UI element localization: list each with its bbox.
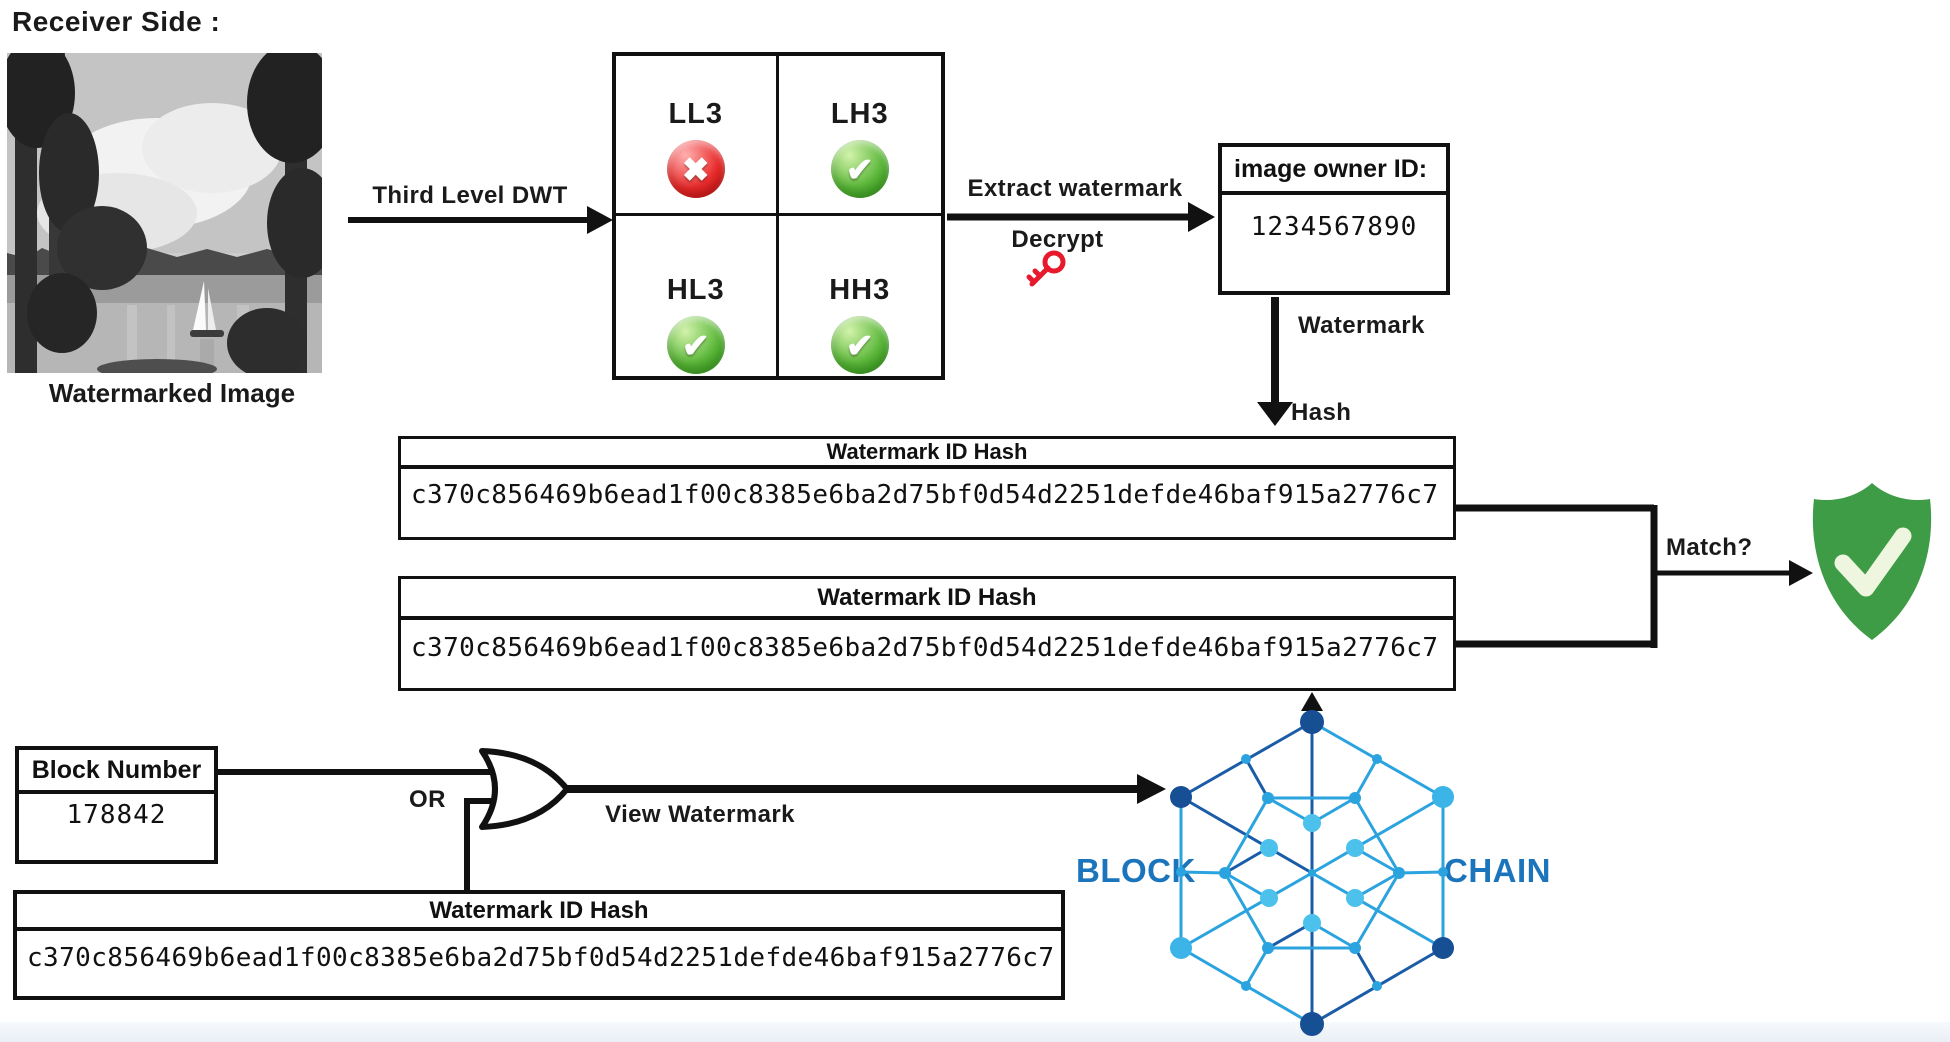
extract-watermark-label: Extract watermark [967, 175, 1183, 202]
watermark-id-hash-box-query: Watermark ID Hash c370c856469b6ead1f00c8… [13, 890, 1065, 1000]
blockchain-word-block: BLOCK [1076, 852, 1196, 889]
blockchain-up-arrow [1301, 692, 1323, 722]
match-label: Match? [1666, 534, 1753, 561]
lake-photo-graphic [0, 38, 337, 379]
block-number-header: Block Number [19, 750, 214, 794]
green-check-icon: ✔ [830, 140, 889, 198]
image-owner-id-header: image owner ID: [1222, 147, 1446, 195]
watermark-id-hash-box-blockchain: Watermark ID Hash c370c856469b6ead1f00c8… [398, 576, 1456, 691]
subband-label: LH3 [830, 98, 889, 130]
subband-label: LL3 [668, 98, 724, 130]
block-number-box: Block Number 178842 [15, 746, 218, 864]
view-watermark-arrow [566, 774, 1166, 804]
blockchain-word-chain: CHAIN [1444, 852, 1551, 889]
dwt-cell-lh3: LH3 ✔ [778, 56, 941, 216]
scan-band [0, 1022, 1950, 1042]
decrypt-label: Decrypt [1011, 226, 1104, 253]
dwt-cell-hh3: HH3 ✔ [779, 216, 942, 376]
image-owner-id-box: image owner ID: 1234567890 [1218, 143, 1450, 295]
dwt-grid: LL3 ✖ LH3 ✔ HL3 ✔ HH3 ✔ [612, 52, 945, 380]
key-icon [1026, 250, 1066, 287]
red-cross-icon: ✖ [666, 140, 725, 198]
dwt-cell-ll3: LL3 ✖ [616, 56, 779, 216]
image-owner-id-value: 1234567890 [1250, 212, 1418, 242]
hash-box-value: c370c856469b6ead1f00c8385e6ba2d75bf0d54d… [27, 943, 1055, 973]
third-level-dwt-arrow [348, 206, 613, 234]
watermark-id-hash-box-extracted: Watermark ID Hash c370c856469b6ead1f00c8… [398, 436, 1456, 540]
watermark-hash-arrow [1257, 297, 1293, 426]
subband-label: HH3 [829, 274, 891, 306]
blockchain-icon [1170, 710, 1454, 1036]
block-number-value: 178842 [66, 800, 167, 830]
page-title: Receiver Side : [12, 6, 221, 37]
dwt-cell-hl3: HL3 ✔ [616, 216, 779, 376]
watermark-label: Watermark [1298, 312, 1425, 339]
block-number-line [218, 769, 494, 891]
watermarked-image [0, 38, 337, 379]
hash-box-value: c370c856469b6ead1f00c8385e6ba2d75bf0d54d… [411, 633, 1439, 663]
hash-label: Hash [1291, 399, 1352, 426]
green-check-icon: ✔ [830, 316, 889, 374]
green-check-icon: ✔ [666, 316, 725, 374]
or-label: OR [409, 786, 446, 813]
or-gate [479, 748, 570, 830]
match-connector [1456, 504, 1813, 648]
shield-check-icon [1812, 483, 1932, 640]
hash-box-header: Watermark ID Hash [401, 439, 1453, 469]
hash-box-header: Watermark ID Hash [17, 894, 1061, 931]
subband-label: HL3 [666, 274, 725, 306]
third-level-dwt-label: Third Level DWT [372, 182, 568, 209]
view-watermark-label: View Watermark [605, 801, 795, 828]
hash-box-value: c370c856469b6ead1f00c8385e6ba2d75bf0d54d… [411, 480, 1439, 510]
watermarked-image-caption: Watermarked Image [48, 378, 296, 408]
hash-box-header: Watermark ID Hash [401, 579, 1453, 620]
